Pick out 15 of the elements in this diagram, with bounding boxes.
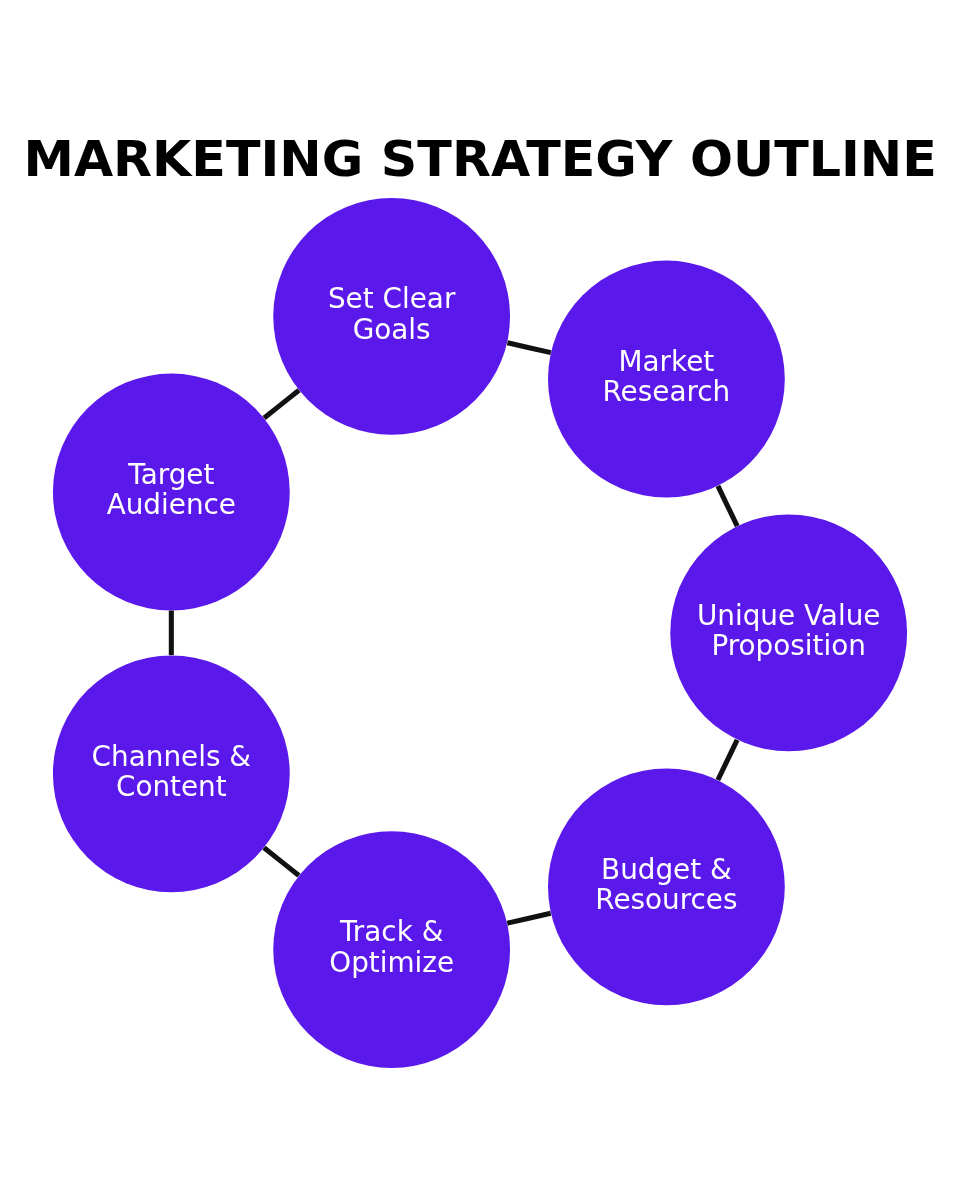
diagram-title: MARKETING STRATEGY OUTLINE (23, 129, 937, 189)
connector (715, 738, 740, 782)
connector (262, 388, 301, 420)
node-circle: Channels & Content (52, 655, 290, 893)
node-circle: Set Clear Goals (273, 197, 511, 435)
connector (715, 484, 740, 528)
connector (506, 340, 552, 356)
node-circle: Target Audience (52, 373, 290, 611)
connector (262, 845, 301, 878)
connector (168, 610, 174, 656)
connector (506, 910, 552, 926)
node-circle: Market Research (548, 260, 785, 498)
node-circle: Track & Optimize (273, 831, 511, 1068)
node-circle: Unique Value Proposition (670, 514, 908, 752)
node-circle: Budget & Resources (548, 768, 785, 1006)
